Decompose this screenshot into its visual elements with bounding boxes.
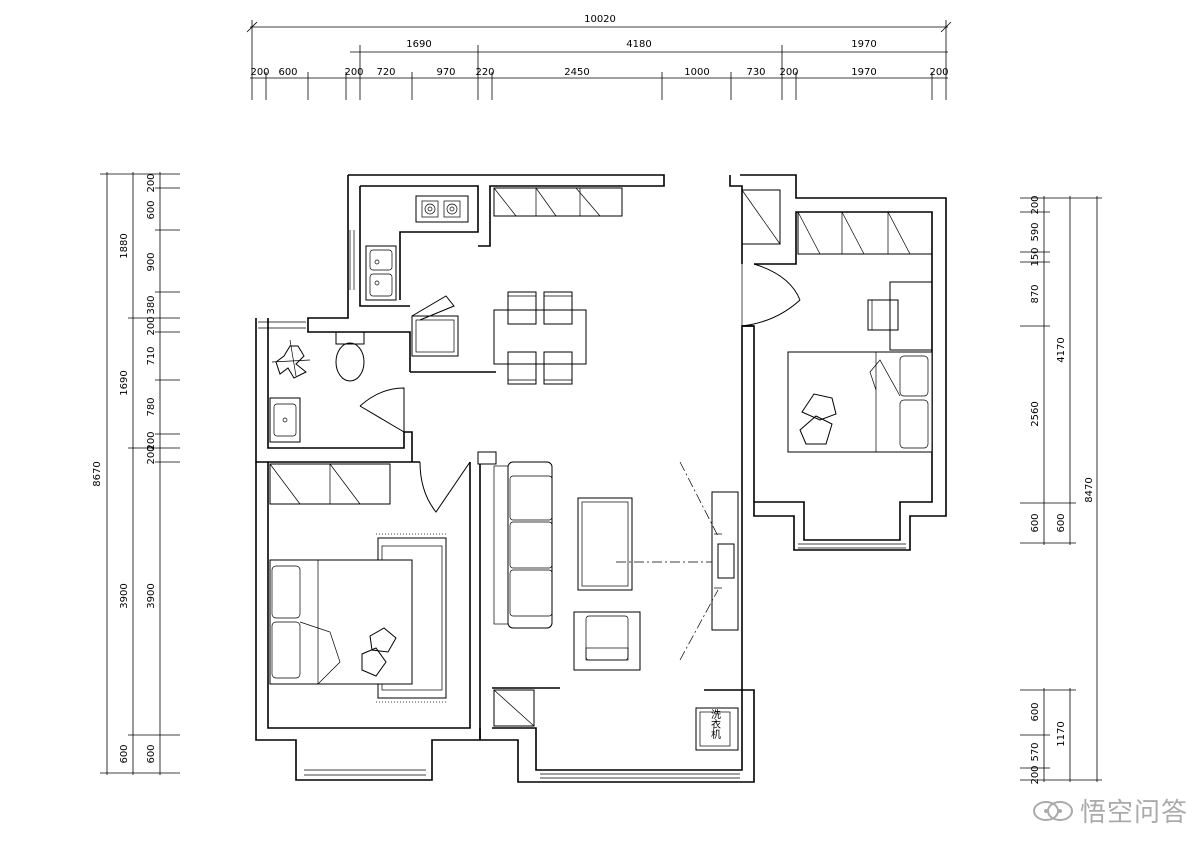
dining-table [493,309,587,365]
dim-top-2450: 2450 [564,67,589,78]
right-bedroom [741,189,933,453]
dim-top-total: 10020 [584,14,616,25]
dim-top-200c: 200 [779,67,798,78]
stove-icon [415,195,469,223]
coffee-table [577,497,633,591]
shoe-cabinet [493,689,535,727]
dim-left-1690: 1690 [119,370,130,395]
dim-left-total: 8670 [92,461,103,486]
dim-right-1170: 1170 [1056,721,1067,746]
dim-right-4170: 4170 [1056,337,1067,362]
dim-top-600: 600 [278,67,297,78]
chat-bubbles-icon [1032,800,1073,821]
dim-left-200d: 200 [146,445,157,464]
shower-icon [271,339,311,379]
living-room: 洗衣机 [493,461,739,751]
dim-left-380: 380 [146,295,157,314]
dim-right-600a: 600 [1056,513,1067,532]
dim-left-710: 710 [146,346,157,365]
sofa [493,461,553,629]
closet-corner [741,189,781,245]
dim-left-600c: 600 [146,744,157,763]
dim-right-lower-570: 570 [1030,742,1041,761]
dim-right-total: 8470 [1084,477,1095,502]
rug [376,533,448,703]
bed-right [787,351,933,453]
view-lines [616,461,719,661]
dim-left-1880: 1880 [119,233,130,258]
left-dimensions: 8670 1880 1690 3900 600 200 600 900 380 … [92,172,180,775]
desk [867,281,933,351]
left-bedroom [269,463,448,703]
dim-top-720: 720 [376,67,395,78]
dim-right-lower-200: 200 [1030,765,1041,784]
dim-left-200a: 200 [146,173,157,192]
wardrobe-right [797,211,933,255]
dim-left-600b: 600 [146,200,157,219]
top-dimensions: 10020 1690 4180 1970 200 600 200 720 970… [246,14,952,100]
kitchen [365,187,623,357]
dim-right-2560: 2560 [1030,401,1041,426]
dim-top-1970b: 1970 [851,67,876,78]
dim-left-200b: 200 [146,316,157,335]
dim-top-200d: 200 [929,67,948,78]
right-dimensions: 8470 4170 600 200 590 150 870 2560 600 1… [1020,195,1102,785]
dim-right-870: 870 [1030,284,1041,303]
dim-left-3900b: 3900 [146,583,157,608]
dim-top-1000: 1000 [684,67,709,78]
dim-top-1970a: 1970 [851,39,876,50]
walls [255,174,947,783]
dim-left-3900a: 3900 [119,583,130,608]
dim-right-200: 200 [1030,195,1041,214]
fridge-icon [411,295,459,357]
sink-icon [365,245,397,301]
dining-chair [507,291,573,385]
dim-top-970: 970 [436,67,455,78]
wardrobe [269,463,391,505]
washing-machine: 洗衣机 [695,707,739,751]
dim-right-590: 590 [1030,222,1041,241]
dim-top-4180: 4180 [626,39,651,50]
dim-top-200a: 200 [250,67,269,78]
tv-unit [711,491,739,631]
toilet-icon [335,331,365,382]
armchair [573,611,641,671]
dim-right-600b: 600 [1030,513,1041,532]
watermark: 悟空问答 [1032,792,1188,829]
upper-cabinet [493,187,623,217]
dim-top-730: 730 [746,67,765,78]
dining-set [493,291,587,385]
doors [359,263,801,513]
dim-right-150: 150 [1030,247,1041,266]
dim-left-780: 780 [146,397,157,416]
dim-top-1690: 1690 [406,39,431,50]
dim-left-600a: 600 [119,744,130,763]
basin-icon [269,397,301,443]
watermark-text: 悟空问答 [1079,798,1188,828]
dim-left-900: 900 [146,252,157,271]
dim-top-200b: 200 [344,67,363,78]
windows [258,230,906,779]
dim-left-200c: 200 [146,431,157,450]
washer-label: 洗衣机 [709,709,721,740]
dim-right-lower-600: 600 [1030,702,1041,721]
dim-top-220: 220 [475,67,494,78]
bathroom [269,331,365,443]
bed-left [269,559,413,685]
